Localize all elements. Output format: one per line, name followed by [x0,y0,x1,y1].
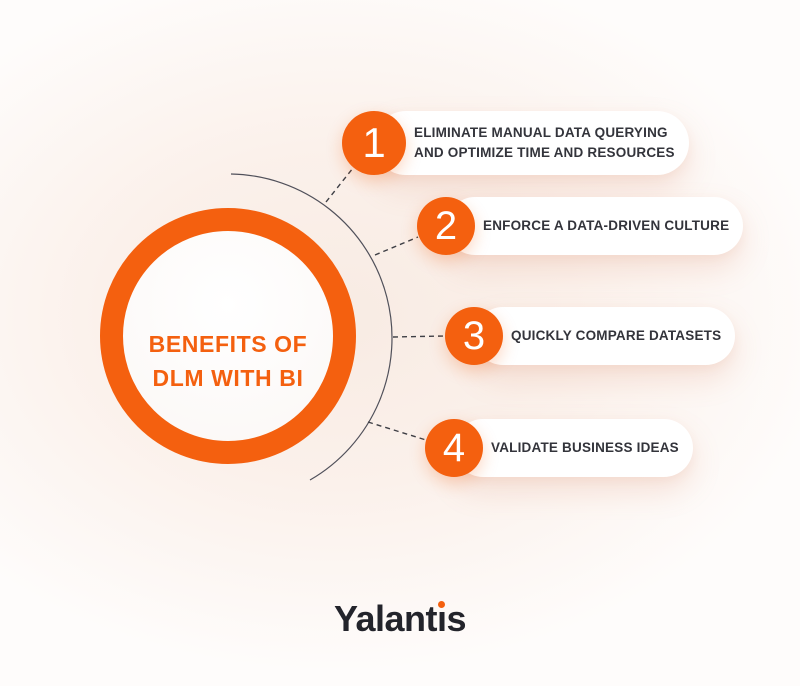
benefit-1-label-line2: AND OPTIMIZE TIME AND RESOURCES [414,145,675,160]
benefit-1-number-badge: 1 [342,111,406,175]
connector-line-4 [367,421,427,441]
connector-line-3 [392,335,445,338]
logo-text-end: s [446,598,467,639]
hub-title-line2: DLM WITH BI [152,365,304,391]
benefit-3-number-badge: 3 [445,307,503,365]
hub-title: BENEFITS OF DLM WITH BI [149,277,308,395]
benefit-2-number-badge: 2 [417,197,475,255]
benefit-1-label-pill: ELIMINATE MANUAL DATA QUERYING AND OPTIM… [374,111,689,175]
hub-circle: BENEFITS OF DLM WITH BI [100,208,356,464]
logo-text-start: Yalant [333,598,438,639]
benefit-4-label-pill: VALIDATE BUSINESS IDEAS [454,419,693,477]
benefit-2-label-pill: ENFORCE A DATA-DRIVEN CULTURE [446,197,744,255]
benefit-1-label-line1: ELIMINATE MANUAL DATA QUERYING [414,125,668,140]
benefit-2-label: ENFORCE A DATA-DRIVEN CULTURE [483,218,730,233]
benefit-4-number-badge: 4 [425,419,483,477]
logo-letter-i: ı [437,598,447,640]
connector-line-1 [325,167,354,203]
benefit-item-3: 3 QUICKLY COMPARE DATASETS [445,307,736,365]
hub-arc [230,173,393,481]
benefit-item-4: 4 VALIDATE BUSINESS IDEAS [425,419,693,477]
connector-line-2 [374,236,419,256]
benefit-3-label-pill: QUICKLY COMPARE DATASETS [474,307,736,365]
logo-i-dot-icon [438,601,446,608]
hub-title-line1: BENEFITS OF [148,331,308,357]
benefit-3-label: QUICKLY COMPARE DATASETS [511,328,722,343]
logo-dotless-i: ı [437,598,447,639]
benefit-item-2: 2 ENFORCE A DATA-DRIVEN CULTURE [417,197,744,255]
benefit-item-1: 1 ELIMINATE MANUAL DATA QUERYING AND OPT… [342,111,689,175]
benefit-4-label: VALIDATE BUSINESS IDEAS [491,440,679,455]
